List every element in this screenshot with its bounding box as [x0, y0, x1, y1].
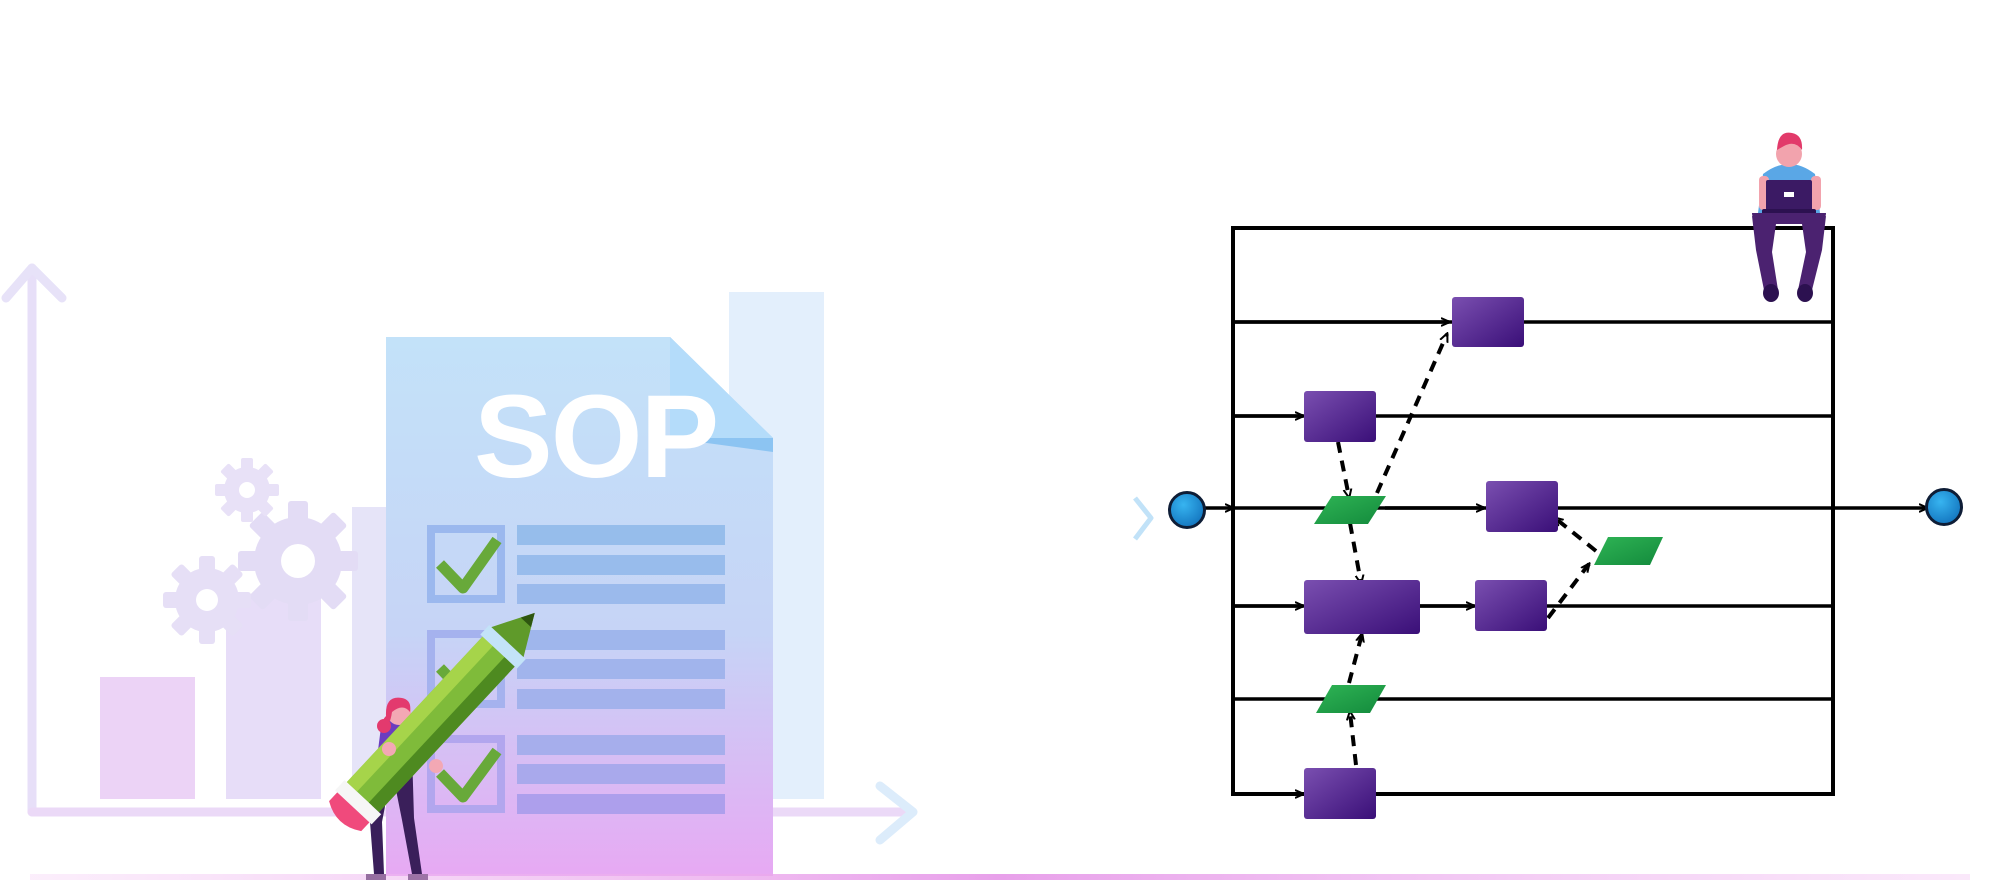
list-line [517, 630, 725, 650]
list-line [517, 794, 725, 814]
list-line [517, 525, 725, 545]
woman-with-pencil-figure [329, 612, 535, 880]
dashed-dependency-arrows [1336, 334, 1598, 766]
sop-document: SOP [386, 337, 773, 876]
chart-bar-1 [100, 677, 195, 799]
checkmark-icon [436, 747, 502, 803]
process-box [1304, 391, 1376, 442]
man-with-laptop-figure [1752, 132, 1826, 302]
list-line [517, 584, 725, 604]
checklist-item [427, 735, 725, 814]
document-title: SOP [474, 371, 717, 503]
decision-parallelogram [1314, 496, 1386, 524]
list-line [517, 689, 725, 709]
process-box [1304, 768, 1376, 819]
process-steps [1304, 297, 1558, 819]
gear-icon [238, 501, 358, 621]
list-line [517, 659, 725, 679]
process-box [1452, 297, 1524, 347]
end-terminal [1925, 488, 1963, 526]
gear-icon [215, 458, 279, 522]
list-line [517, 735, 725, 755]
flow-arrows [1204, 322, 1927, 794]
process-box [1475, 580, 1547, 631]
start-terminal [1168, 491, 1206, 529]
checkmark-icon [436, 536, 502, 594]
chart-bar-2 [226, 597, 321, 799]
checklist-item [427, 525, 725, 604]
process-box [1486, 481, 1558, 532]
list-line [517, 555, 725, 575]
list-line [517, 764, 725, 784]
gear-icon [163, 556, 251, 644]
flowchart [1168, 226, 1963, 819]
laptop-icon [1762, 180, 1816, 215]
decision-parallelogram [1316, 685, 1386, 713]
floor-line [30, 874, 1970, 880]
decision-parallelogram [1594, 537, 1663, 565]
decision-steps [1314, 496, 1663, 713]
process-box [1304, 580, 1420, 634]
connector-arrow [839, 496, 1154, 541]
